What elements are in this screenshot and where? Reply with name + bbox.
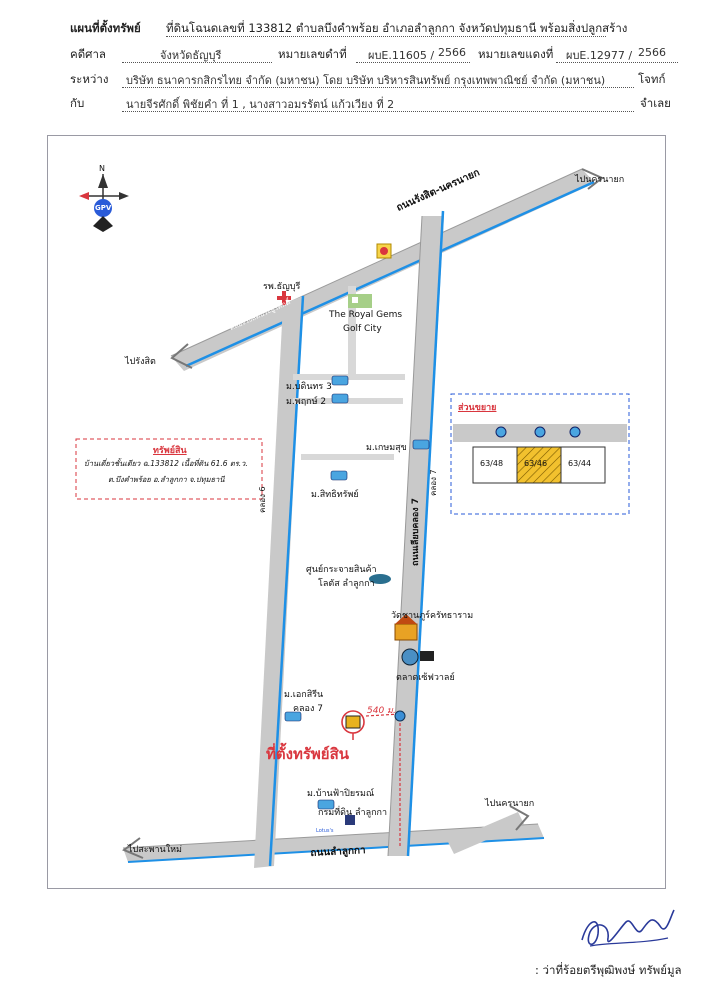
road-royal-gems [348, 286, 356, 378]
temple-icon [394, 623, 418, 641]
parties-value: บริษัท ธนาคารกสิกรไทย จำกัด (มหาชน) โดย … [126, 74, 606, 87]
plot-label-right: 63/44 [568, 459, 592, 468]
black-case-number: ผบE.11605 / [368, 49, 435, 62]
property-location-label: ที่ตั้งทรัพย์สิน [266, 745, 349, 763]
hospital-label: รพ.ธัญบุรี [263, 282, 301, 292]
lotus-small-label: Lotus's [316, 828, 334, 834]
to-saphan-mai: ไปสะพานใหม่ [128, 845, 182, 855]
gate-icon [394, 710, 406, 722]
plot-label-mid: 63/46 [524, 459, 548, 468]
village-sitthi: ม.สิทธิทรัพย์ [311, 490, 359, 500]
asset-box-title: ทรัพย์สิน [153, 446, 187, 456]
court-value: จังหวัดธัญบุรี [160, 49, 222, 62]
village-kasem: ม.เกษมสุข [366, 443, 407, 453]
plot-63-44 [560, 446, 606, 484]
to-nakhon-nayok-bottom: ไปนครนายก [485, 799, 535, 809]
road-bottom-edge [122, 823, 539, 849]
red-case-label: หมายเลขแดงที่ [478, 47, 554, 61]
village-icon [284, 375, 430, 810]
road-bottom-label: ถนนลำลูกกา [310, 845, 366, 859]
dotted-line [122, 87, 634, 88]
canal-klong-7 [406, 210, 445, 857]
arrow-to-nakhon-nayok [581, 168, 604, 190]
arrow-to-saphan-mai [122, 837, 144, 859]
land-office-icon [345, 815, 355, 825]
canal-klong-6 [268, 295, 305, 867]
header-title-value: ที่ดินโฉนดเลขที่ 133812 ตำบลบึงคำพร้อย อ… [166, 21, 628, 35]
road-rangsit-nakhon-nayok [171, 169, 595, 371]
road-lam-luk-ka [123, 824, 544, 862]
dotted-line [122, 62, 272, 63]
soi-bodin [293, 374, 405, 380]
signature-image [581, 909, 675, 947]
canal-6-label: คลอง 6 [258, 486, 267, 513]
black-case-label: หมายเลขดำที่ [278, 47, 347, 61]
arrow-to-rangsit [170, 343, 193, 369]
canal-7-label: คลอง 7 [429, 469, 438, 496]
temple-label: วัดชานภูร์ครัทธาราม [391, 611, 474, 621]
header-title-label: แผนที่ตั้งทรัพย์ [70, 21, 141, 35]
inset-title: ส่วนขยาย [458, 403, 497, 413]
road-klong-7-edge [387, 215, 423, 857]
asset-line-2: ต.บึงคำพร้อย อ.ลำลูกกา จ.ปทุมธานี [108, 475, 225, 484]
canal-rangsit [185, 180, 595, 368]
plot-63-48 [472, 446, 518, 484]
defendants-value: นายจีรศักดิ์ พิชัยคำ ที่ 1 , นางสาวอมรรั… [126, 98, 395, 111]
to-nakhon-nayok-top: ไปนครนายก [575, 175, 625, 185]
dotted-line [556, 62, 678, 63]
plot-label-left: 63/48 [480, 459, 504, 468]
road-klong-7 [388, 216, 444, 856]
map-drawing [75, 168, 630, 868]
market-label: ตลาดเซ้ฟวาลย์ [396, 673, 455, 683]
soi-kasem [301, 454, 394, 460]
plot-63-46 [516, 446, 562, 484]
plaintiff-label: โจทก์ [638, 72, 666, 86]
market-icon [401, 648, 419, 666]
asset-line-1: บ้านเดี่ยวชั้นเดียว ฉ.133812 เนื้อที่ดิน… [84, 459, 248, 468]
dotted-line [166, 36, 606, 37]
red-case-number: ผบE.12977 / [566, 49, 633, 62]
asset-box [75, 438, 263, 500]
property-marker [345, 715, 361, 729]
road-klong7-label: ถนนเลียบคลอง 7 [411, 497, 421, 566]
arrow-to-nakhon-nayok-bottom [509, 805, 530, 831]
road-branch-bottom [448, 812, 524, 854]
golf-icon [348, 294, 372, 308]
royal-gems-line1: The Royal Gems [329, 310, 403, 320]
royal-gems-line2: Golf City [343, 324, 382, 334]
defendant-label: จำเลย [640, 96, 671, 110]
red-case-year: 2566 [638, 46, 666, 59]
village-fah-piyarom: ม.บ้านฟ้าปิยรมณ์ [307, 789, 375, 799]
dotted-line [356, 62, 470, 63]
lotus-dc-line2: โลตัส ลำลูกกา [318, 579, 375, 589]
distance-line-h [365, 713, 401, 717]
lotus-dc-line1: ศูนย์กระจายสินค้า [306, 565, 377, 575]
road-top-edge [170, 168, 583, 357]
land-office-label: กรมที่ดิน ลำลูกกา [318, 808, 388, 818]
to-rangsit: ไปรังสิต [125, 357, 156, 367]
between-label: ระหว่าง [70, 72, 109, 86]
dotted-line [122, 111, 634, 112]
village-pruk: ม.พฤกษ์ 2 [286, 397, 327, 407]
court-label: คดีศาล [70, 47, 106, 61]
location-map: N GPV ถนนรังสิต-นครนายก คลองรังสิตประยูร… [47, 135, 666, 889]
village-ekasirin-sub: คลอง 7 [293, 704, 323, 714]
road-klong-6 [254, 296, 303, 868]
black-case-year: 2566 [438, 46, 466, 59]
lotus-icon [369, 574, 391, 584]
compass-north: N [99, 164, 105, 173]
compass-icon [79, 174, 129, 232]
village-bodin: ม.บดินทร 3 [286, 382, 332, 392]
signer-name: : ว่าที่ร้อยตรีพุฒิพงษ์ ทรัพย์มูล [535, 963, 682, 977]
village-ekasirin: ม.เอกสิรีน [284, 690, 324, 700]
with-label: กับ [70, 96, 85, 110]
compass-logo: GPV [95, 204, 112, 212]
distance-label: 540 ม. [367, 706, 396, 716]
